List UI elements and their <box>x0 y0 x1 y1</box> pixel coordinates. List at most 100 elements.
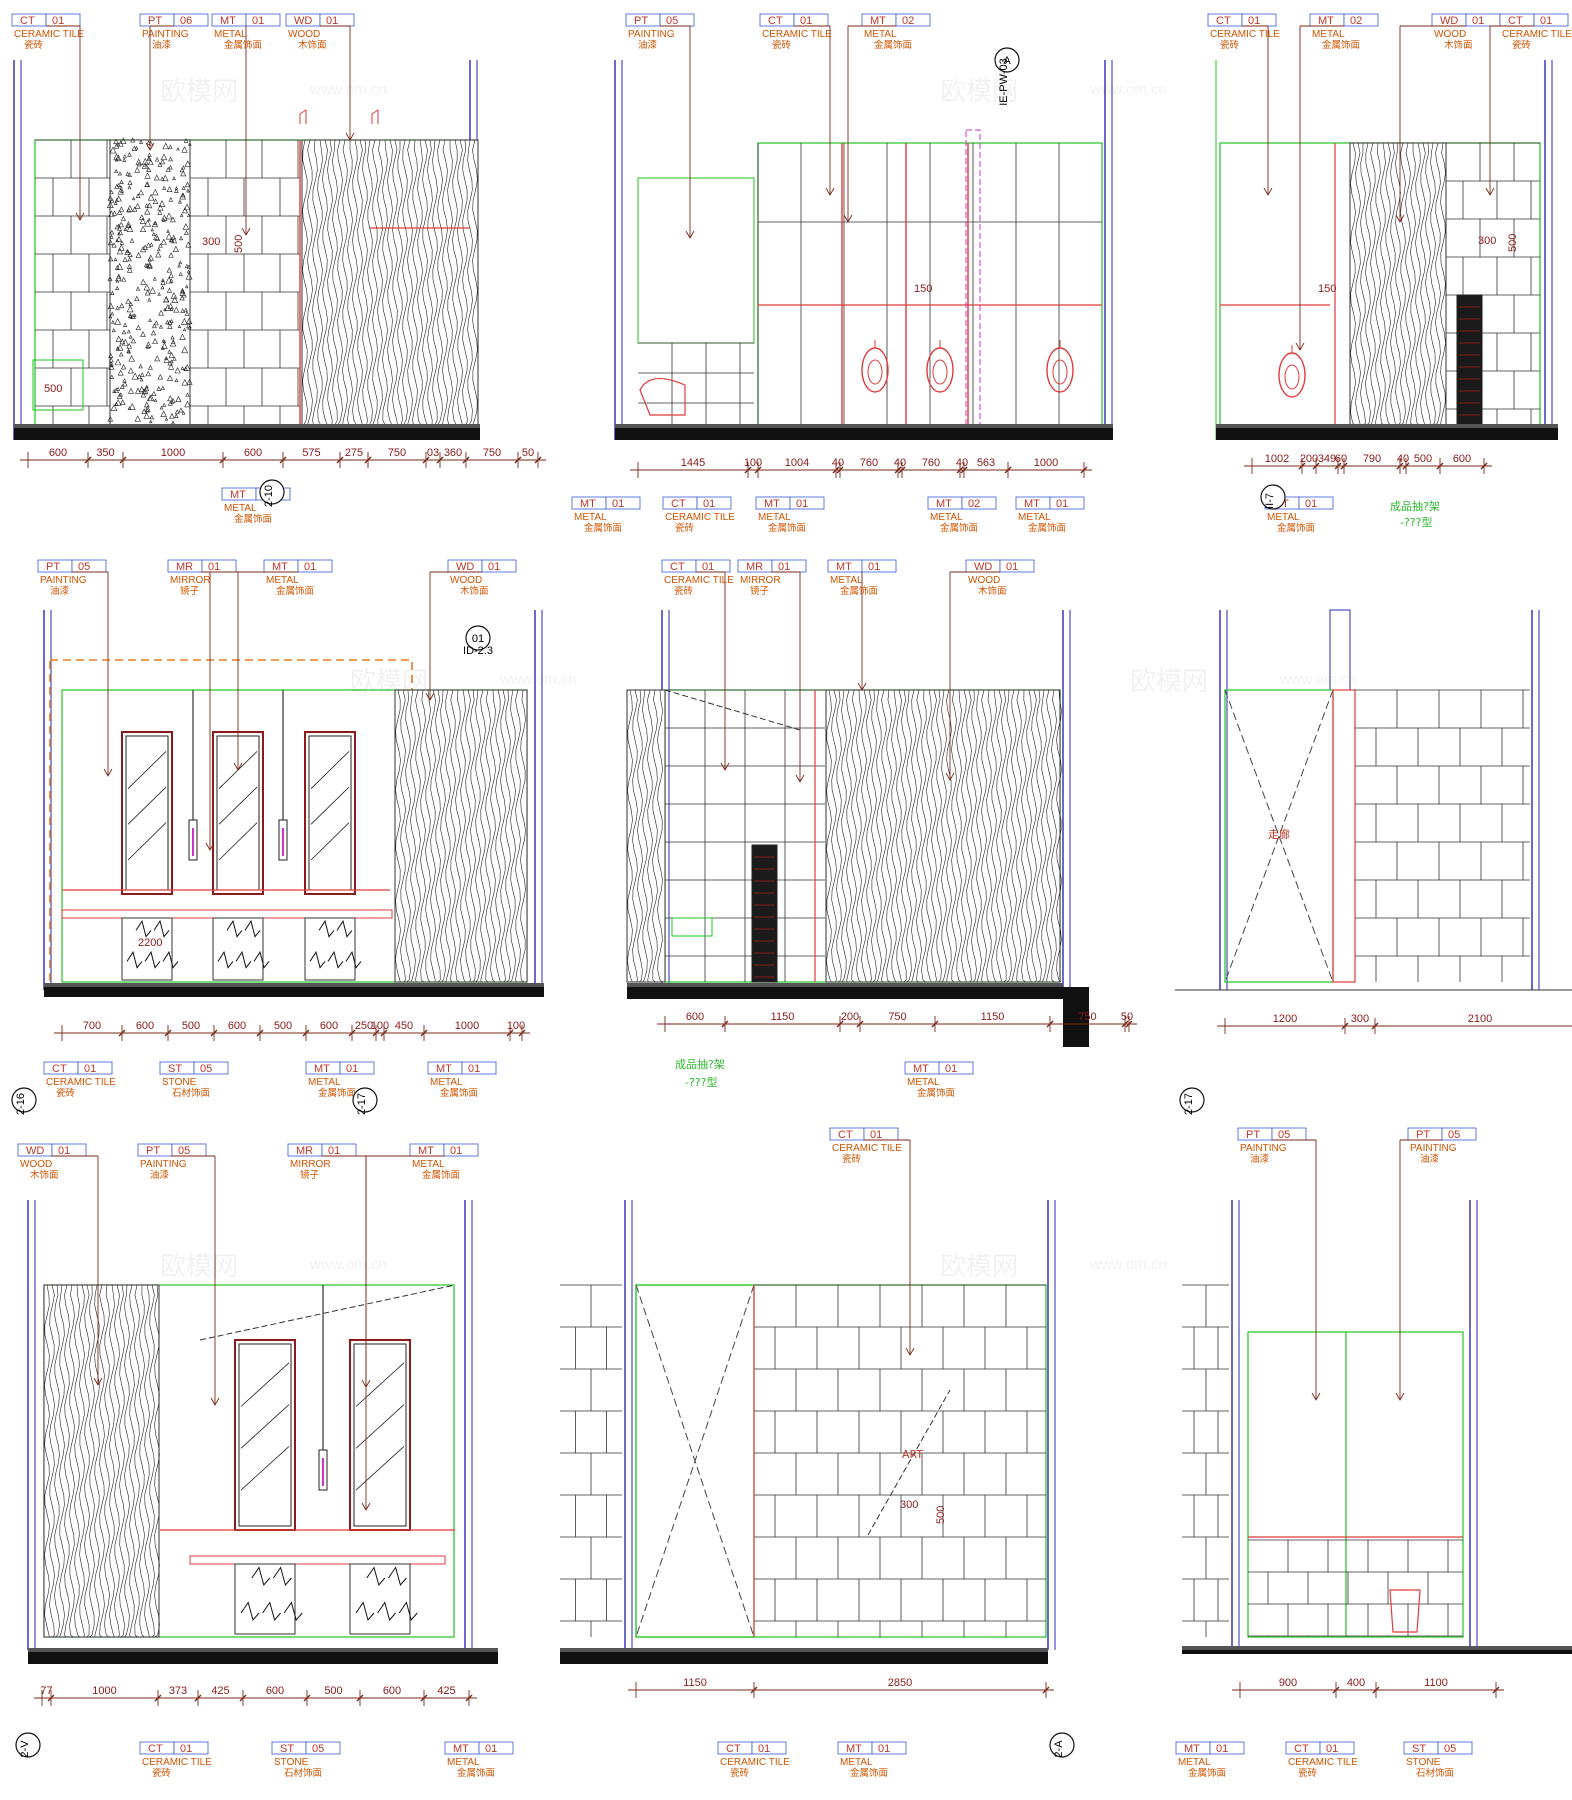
stone-chip <box>108 357 114 363</box>
tag-code-number: 02 <box>968 498 980 510</box>
leader-arrow <box>145 142 155 151</box>
inner-dimension: 2200 <box>138 937 162 949</box>
dimension-value: 2850 <box>888 1677 912 1689</box>
stone-chip <box>147 193 155 201</box>
stone-chip <box>183 203 191 211</box>
dimension-value: 50 <box>1121 1011 1133 1023</box>
stone-chip <box>146 202 153 209</box>
stone-chip <box>126 207 132 213</box>
tag-code-number: 01 <box>346 1063 358 1075</box>
stone-chip <box>180 170 187 177</box>
dimension-value: 600 <box>136 1020 154 1032</box>
floor-slab <box>44 983 544 997</box>
tag-material-name: WOOD <box>450 575 482 586</box>
leader-arrow <box>843 214 853 223</box>
floor-hatch <box>28 1648 498 1652</box>
mirror-frame-inner <box>238 1343 292 1527</box>
leader-arrow <box>1263 187 1273 196</box>
dimension-value: 600 <box>49 447 67 459</box>
tag-material-name: METAL <box>1312 29 1345 40</box>
stone-chip <box>182 223 190 230</box>
mirror-reflection-line <box>127 751 167 789</box>
reference-label: 2-17 <box>356 1093 368 1115</box>
stone-chip <box>179 213 184 217</box>
stone-chip <box>108 363 115 370</box>
stone-chip <box>181 146 188 153</box>
stone-chip <box>122 154 127 159</box>
stone-chip <box>146 166 152 173</box>
tag-code-number: 01 <box>180 1743 192 1755</box>
stone-chip <box>122 256 128 262</box>
tag-material-name: METAL <box>574 512 607 523</box>
mirror-reflection-line <box>218 822 258 861</box>
stone-chip <box>136 161 142 167</box>
stone-chip <box>125 298 131 304</box>
tag-material-cn: 油漆 <box>1250 1153 1270 1165</box>
stone-chip <box>120 137 127 144</box>
dimension-value: 900 <box>1279 1677 1297 1689</box>
stone-chip <box>121 338 129 346</box>
dimension-slash <box>534 456 542 464</box>
stone-chip <box>163 356 170 363</box>
wood-grain <box>627 689 663 983</box>
reference-circle <box>994 47 1020 73</box>
leader-arrow <box>685 230 695 239</box>
tag-material-name: PAINTING <box>142 29 189 40</box>
stone-chip <box>183 364 191 371</box>
stone-chip <box>147 297 152 302</box>
stone-chip <box>179 167 185 173</box>
dimension-value: 600 <box>686 1011 704 1023</box>
dimension-slash <box>256 1029 264 1037</box>
tag-code-prefix: ST <box>1412 1743 1426 1755</box>
stone-chip <box>132 313 137 318</box>
stone-chip <box>130 337 137 344</box>
mirror-frame-inner <box>353 1343 407 1527</box>
dimension-slash <box>1396 462 1404 470</box>
stone-chip <box>172 176 176 180</box>
dimension-value: 500 <box>182 1020 200 1032</box>
tag-code-prefix: MT <box>764 498 780 510</box>
stone-chip <box>125 171 130 176</box>
stone-chip <box>179 192 186 200</box>
dimension-value: 1000 <box>92 1685 116 1697</box>
marble-frame <box>212 917 264 981</box>
stone-chip <box>115 154 122 162</box>
reference-circle <box>465 625 491 651</box>
stone-chip <box>165 212 173 220</box>
tag-material-cn: 金属饰面 <box>422 1169 460 1181</box>
stone-chip <box>118 351 124 357</box>
dimension-slash <box>1125 1020 1133 1028</box>
tag-material-name: METAL <box>1018 512 1051 523</box>
dimension-value: 400 <box>1347 1677 1365 1689</box>
stone-chip <box>154 157 160 162</box>
dimension-value: 500 <box>274 1020 292 1032</box>
stone-chip <box>181 292 187 298</box>
leader-arrow <box>210 1397 220 1406</box>
tag-material-cn: 金属饰面 <box>917 1087 955 1099</box>
reference-label: II-7 <box>1264 493 1276 509</box>
painted-wall <box>637 177 755 344</box>
leader-line <box>52 1155 103 1386</box>
tag-material-cn: 镜子 <box>180 585 200 597</box>
tag-material-cn: 油漆 <box>50 585 70 597</box>
stone-chip <box>145 370 151 377</box>
stone-chip <box>149 419 153 424</box>
dimension-slash <box>336 456 344 464</box>
stone-chip <box>127 256 132 262</box>
stone-chip <box>157 209 163 215</box>
dimension-value: 1000 <box>455 1020 479 1032</box>
dimension-value: 575 <box>302 447 320 459</box>
tag-material-cn: 金属饰面 <box>850 1767 888 1779</box>
stone-chip <box>169 339 177 347</box>
stone-chip <box>135 158 143 166</box>
wood-grain <box>395 689 526 983</box>
stone-chip <box>134 295 140 302</box>
dimension-value: 600 <box>383 1685 401 1697</box>
tag-material-cn: 瓷砖 <box>674 585 694 597</box>
leader-arrow <box>233 762 243 771</box>
